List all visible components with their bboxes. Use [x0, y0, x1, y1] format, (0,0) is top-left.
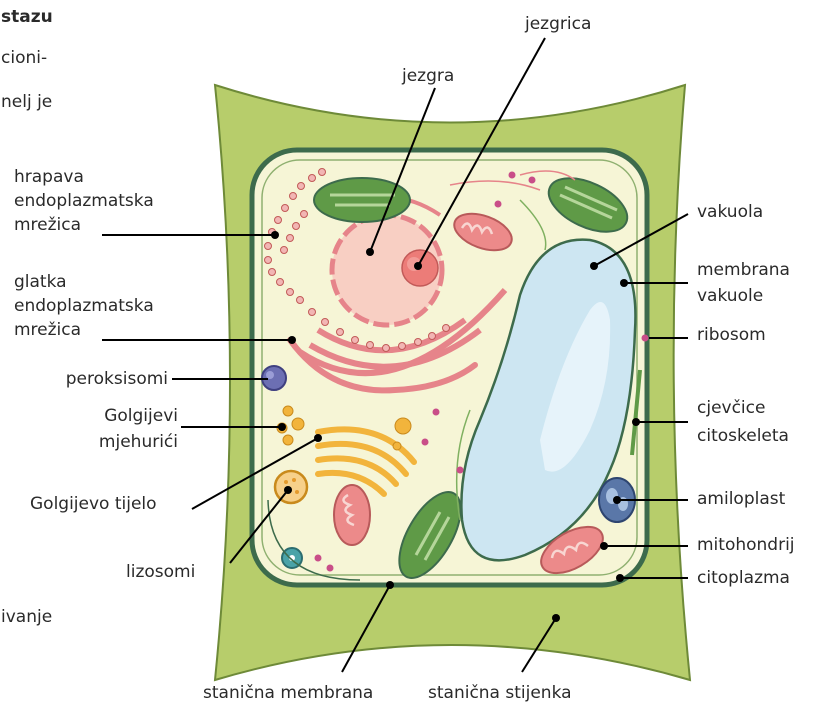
label-vakuola: vakuola — [697, 200, 763, 224]
label-golgi-body: Golgijevo tijelo — [30, 492, 157, 516]
label-stanicna-membrana: stanična membrana — [203, 681, 373, 705]
label-lizosomi: lizosomi — [126, 560, 195, 584]
label-amiloplast: amiloplast — [697, 487, 785, 511]
ribosom-dot — [642, 335, 649, 342]
label-glatka-3: mrežica — [14, 318, 81, 342]
label-mitohondrij: mitohondrij — [697, 533, 795, 557]
label-glatka-2: endoplazmatska — [14, 294, 154, 318]
label-membrana-vakuole-2: vakuole — [697, 284, 763, 308]
label-cjevcice-1: cjevčice — [697, 396, 765, 420]
label-stanicna-stijenka: stanična stijenka — [428, 681, 572, 705]
label-hrapava-3: mrežica — [14, 213, 81, 237]
label-citoplazma: citoplazma — [697, 566, 790, 590]
lysosome — [275, 471, 307, 503]
label-hrapava-2: endoplazmatska — [14, 189, 154, 213]
label-ribosom: ribosom — [697, 323, 766, 347]
chloroplast — [314, 178, 410, 222]
mitochondrion — [334, 485, 370, 545]
label-cjevcice-2: citoskeleta — [697, 424, 789, 448]
label-golgi-vesicles-1: Golgijevi — [40, 404, 178, 428]
label-glatka-1: glatka — [14, 270, 67, 294]
label-jezgra: jezgra — [402, 64, 454, 88]
label-jezgrica: jezgrica — [525, 12, 591, 36]
label-hrapava-1: hrapava — [14, 165, 84, 189]
label-membrana-vakuole-1: membrana — [697, 258, 790, 282]
label-peroksisomi: peroksisomi — [40, 367, 168, 391]
label-golgi-vesicles-2: mjehurići — [40, 430, 178, 454]
